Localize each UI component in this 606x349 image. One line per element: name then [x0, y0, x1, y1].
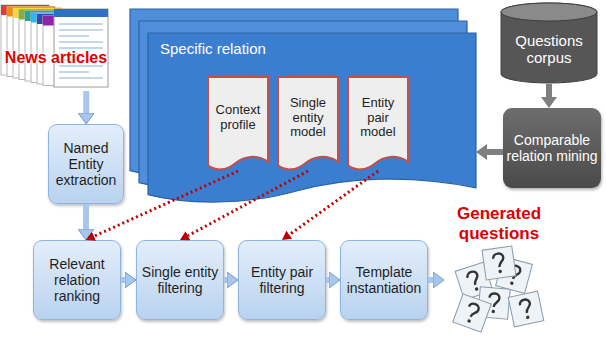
node-label: Questions corpus: [500, 32, 598, 67]
process-box: Entity pair filtering: [238, 240, 326, 320]
model-document: Entity pair model: [348, 77, 408, 171]
node-label: News articles: [5, 49, 107, 67]
text-area: Single entity filtering: [137, 241, 223, 319]
text-area: Specific relation: [160, 40, 266, 57]
news-illustration: News articles: [0, 3, 112, 91]
process-box: Relevant relation ranking: [33, 240, 121, 320]
text-area: Questions corpus: [500, 22, 598, 76]
connector-arrow: [224, 277, 227, 283]
output-icon: Generated questions: [444, 203, 554, 333]
connector-arrow: [94, 171, 238, 236]
connector-arrow: [289, 171, 378, 235]
connector-arrow: [188, 171, 308, 236]
connector-arrow: [487, 149, 503, 155]
node-label: Entity pair filtering: [242, 264, 322, 296]
node-label: Single entity model: [280, 96, 336, 141]
text-area: Entity pair filtering: [239, 241, 325, 319]
node-label: Generated questions: [444, 204, 554, 243]
connector-arrow: [83, 91, 89, 113]
connector-arrow: [428, 277, 433, 283]
text-area: Named Entity extraction: [49, 125, 123, 203]
node-label: Specific relation: [160, 40, 266, 57]
text-area: Template instantiation: [341, 241, 427, 319]
text-area: Context profile: [208, 77, 268, 159]
node-label: Named Entity extraction: [52, 140, 120, 188]
node-label: Entity pair model: [350, 96, 406, 141]
node-label: Comparable relation mining: [506, 132, 598, 164]
relation-group: Specific relationContext profile Single e…: [148, 33, 476, 205]
text-area: Entity pair model: [348, 77, 408, 159]
connector-arrow: [121, 277, 125, 283]
model-document: Single entity model: [278, 77, 338, 171]
process-box: Single entity filtering: [136, 240, 224, 320]
connector-arrow: [546, 84, 552, 97]
text-area: News articles: [0, 49, 112, 67]
text-area: Generated questions: [444, 203, 554, 245]
question-cards: [444, 241, 554, 333]
process-box: Named Entity extraction: [48, 124, 124, 204]
newspaper-stack: [0, 3, 112, 91]
corpus-cylinder: Questions corpus: [500, 2, 598, 84]
connector-arrow: [83, 204, 89, 229]
node-label: Template instantiation: [344, 264, 424, 296]
text-area: Single entity model: [278, 77, 338, 159]
text-area: Comparable relation mining: [503, 108, 601, 188]
text-area: Relevant relation ranking: [34, 241, 120, 319]
node-label: Context profile: [210, 103, 266, 133]
node-label: Single entity filtering: [140, 264, 220, 296]
connector-arrow: [326, 277, 329, 283]
model-document: Context profile: [208, 77, 268, 171]
mining-box: Comparable relation mining: [503, 108, 601, 188]
process-box: Template instantiation: [340, 240, 428, 320]
node-label: Relevant relation ranking: [37, 256, 117, 304]
